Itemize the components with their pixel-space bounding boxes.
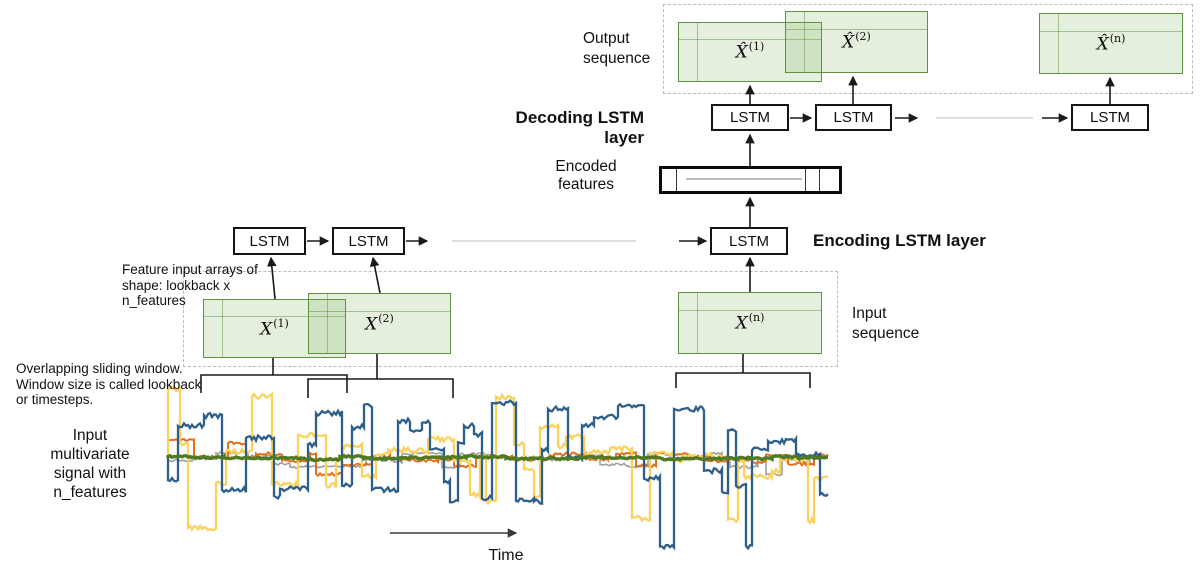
array-label-xn: X(n) bbox=[735, 311, 765, 334]
array-label-xhatn: X̂(n) bbox=[1096, 31, 1126, 55]
multivariate-signal-plot bbox=[166, 385, 829, 551]
array-label-x2: X(2) bbox=[365, 311, 394, 335]
array-grid-line bbox=[1058, 14, 1060, 73]
vector-divider bbox=[805, 169, 806, 191]
output-sequence-container bbox=[663, 4, 1193, 94]
input-sequence-container bbox=[183, 271, 838, 367]
math-superscript: (n) bbox=[748, 311, 765, 325]
array-box-xhatn: X̂(n) bbox=[1039, 13, 1183, 74]
math-superscript: (1) bbox=[273, 316, 289, 330]
encoding-layer-title: Encoding LSTM layer bbox=[813, 231, 986, 250]
math-x: X bbox=[735, 313, 748, 334]
output-sequence-label: Output sequence bbox=[583, 30, 651, 67]
encoded-features-label: Encoded features bbox=[555, 158, 617, 193]
math-superscript: (1) bbox=[748, 40, 765, 54]
array-box-xn: X(n) bbox=[678, 292, 822, 354]
array-grid-line bbox=[327, 294, 329, 353]
vector-divider bbox=[819, 169, 820, 191]
math-superscript: (2) bbox=[855, 30, 871, 44]
array-grid-line bbox=[697, 293, 699, 353]
encoded-features-box bbox=[659, 166, 842, 194]
window-brackets bbox=[200, 354, 811, 398]
time-axis-label: Time bbox=[488, 547, 524, 564]
array-label-xhat2: X̂(2) bbox=[842, 30, 871, 53]
lstm-cell-encoder-2: LSTM bbox=[332, 227, 405, 255]
array-grid-line bbox=[804, 12, 806, 72]
signal-series-blue bbox=[166, 399, 829, 551]
sliding-window-note: Overlapping sliding window. Window size … bbox=[16, 361, 202, 407]
vector-fill-line bbox=[686, 178, 802, 180]
array-grid-line bbox=[786, 28, 927, 30]
array-grid-line bbox=[679, 39, 821, 41]
array-grid-line bbox=[222, 300, 224, 357]
math-superscript: (n) bbox=[1109, 31, 1126, 45]
decoding-layer-title: Decoding LSTM layer bbox=[515, 108, 644, 147]
vector-divider bbox=[676, 169, 677, 191]
array-grid-line bbox=[679, 309, 821, 311]
math-x-hat: X̂ bbox=[842, 32, 855, 53]
lstm-cell-decoder-2: LSTM bbox=[815, 104, 892, 131]
math-x-hat: X̂ bbox=[1096, 34, 1109, 55]
array-label-x1: X(1) bbox=[260, 316, 289, 340]
math-x-hat: X̂ bbox=[735, 42, 748, 63]
array-grid-line bbox=[697, 23, 699, 81]
lstm-cell-encoder-1: LSTM bbox=[233, 227, 306, 255]
array-grid-line bbox=[309, 310, 450, 312]
array-label-xhat1: X̂(1) bbox=[735, 40, 765, 63]
lstm-cell-encoder-n: LSTM bbox=[710, 227, 788, 255]
lstm-cell-decoder-n: LSTM bbox=[1071, 104, 1149, 131]
ellipsis-lines bbox=[452, 117, 1033, 242]
input-sequence-label: Input sequence bbox=[852, 305, 920, 342]
lstm-cell-decoder-1: LSTM bbox=[711, 104, 789, 131]
flow-arrows bbox=[267, 75, 1115, 300]
signal-series-green bbox=[166, 452, 829, 463]
feature-arrays-note: Feature input arrays of shape: lookback … bbox=[122, 262, 258, 308]
array-grid-line bbox=[204, 315, 345, 317]
math-superscript: (2) bbox=[378, 311, 394, 325]
math-x: X bbox=[260, 319, 273, 340]
math-x: X bbox=[365, 314, 378, 335]
array-box-x2: X(2) bbox=[308, 293, 451, 354]
input-signal-note: Input multivariate signal with n_feature… bbox=[50, 427, 130, 501]
array-box-xhat2: X̂(2) bbox=[785, 11, 928, 73]
array-box-x1: X(1) bbox=[203, 299, 346, 358]
array-grid-line bbox=[1040, 30, 1182, 32]
